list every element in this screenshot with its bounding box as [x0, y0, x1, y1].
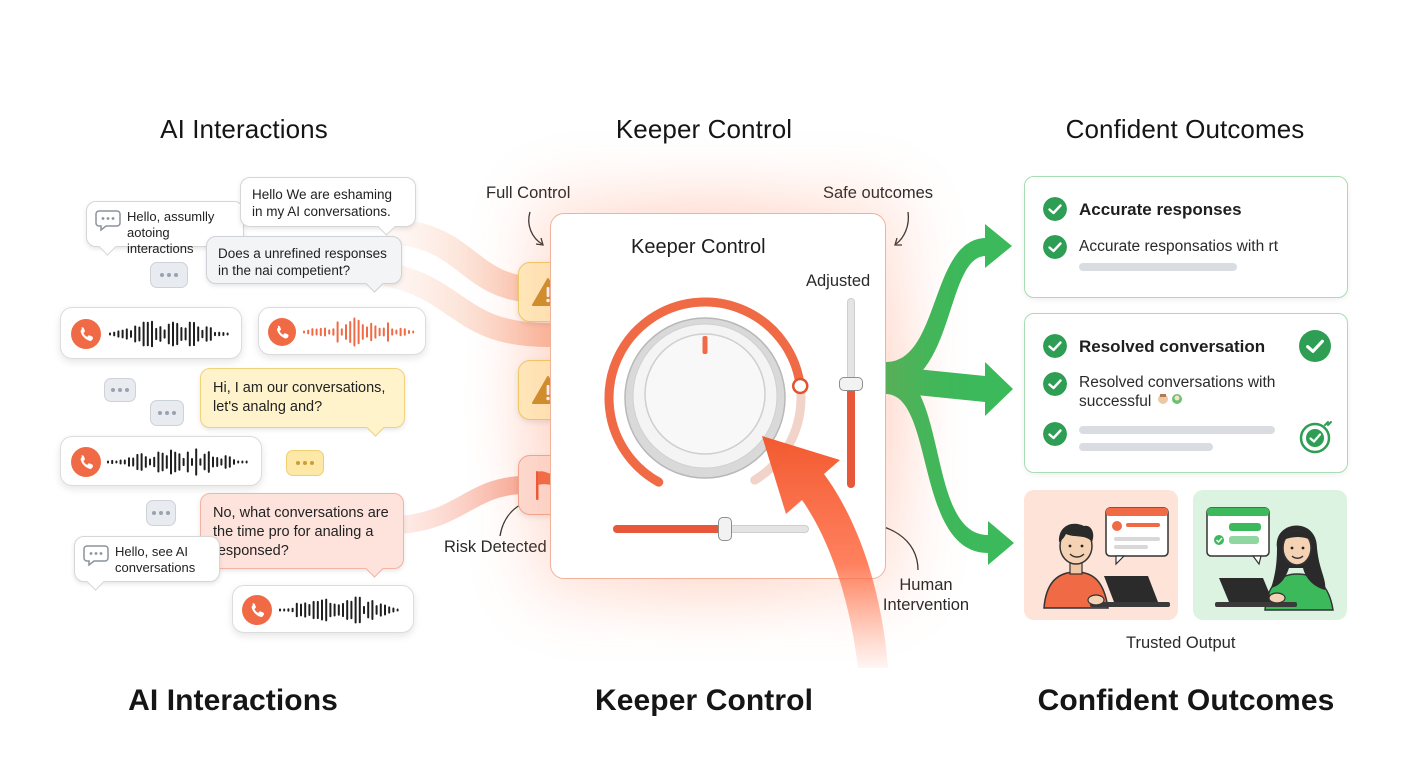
- chat-bubble: Does a unrefined responses in the nai co…: [206, 236, 402, 293]
- voice-message-card[interactable]: [60, 307, 242, 359]
- heading-confident-outcomes: Confident Outcomes: [1065, 114, 1305, 144]
- typing-indicator: [286, 450, 324, 476]
- label-trusted-output: Trusted Output: [1126, 634, 1236, 652]
- chat-icon: [95, 210, 121, 232]
- illustration-person-orange: [1024, 490, 1178, 620]
- chat-bubble: Hello, see AI conversations: [74, 536, 220, 591]
- knob-indicator: [702, 336, 708, 354]
- knob-level-dot: [791, 377, 809, 395]
- chat-bubble: Hello We are eshaming in my AI conversat…: [240, 177, 416, 236]
- horizontal-slider[interactable]: [613, 517, 809, 541]
- outcome-text: Resolved conversations with successful: [1079, 373, 1299, 411]
- pointer-arrow: [528, 211, 543, 245]
- footer-confident-outcomes: Confident Outcomes: [1037, 684, 1335, 717]
- adjusted-label: Adjusted: [806, 272, 871, 290]
- voice-message-card[interactable]: [60, 436, 262, 486]
- check-icon: [1043, 334, 1067, 358]
- waveform: [279, 596, 399, 624]
- waveform: [109, 320, 229, 348]
- flow-band: [387, 219, 553, 303]
- outcome-card-resolved: Resolved conversation Resolved conversat…: [1024, 313, 1348, 473]
- check-icon: [1043, 422, 1067, 446]
- pointer-arrow: [499, 504, 521, 537]
- chat-text: Hello, see AI conversations: [115, 544, 196, 575]
- pointer-arrow: [895, 211, 910, 245]
- chat-text: Hello We are eshaming in my AI conversat…: [252, 187, 393, 219]
- footer-ai-interactions: AI Interactions: [128, 684, 338, 717]
- flow-band: [378, 263, 560, 347]
- emoji-icons: [1156, 392, 1186, 411]
- human-intervention-arrow: [762, 436, 888, 668]
- label-human-intervention: Human Intervention: [882, 576, 970, 614]
- chat-text: Hello, assumlly aotoing interactions: [127, 209, 215, 256]
- outcome-text: Accurate responsatios with rt: [1079, 238, 1279, 255]
- waveform: [107, 448, 248, 476]
- heading-keeper-control: Keeper Control: [615, 114, 793, 144]
- label-safe-outcomes: Safe outcomes: [823, 184, 934, 202]
- chat-text: Does a unrefined responses in the nai co…: [218, 246, 387, 278]
- check-icon: [1043, 235, 1067, 259]
- chat-text: No, what conversations are the time pro …: [213, 505, 389, 559]
- check-icon: [1299, 330, 1331, 362]
- voice-message-card[interactable]: [232, 585, 414, 633]
- check-icon: [1043, 197, 1067, 221]
- flow-band: [391, 476, 529, 534]
- typing-indicator: [146, 500, 176, 526]
- chat-bubble: Hi, I am our conversations, let's analng…: [200, 368, 405, 437]
- outcome-title: Resolved conversation: [1079, 337, 1266, 356]
- typing-indicator: [150, 400, 184, 426]
- placeholder-bar: [1079, 263, 1237, 271]
- green-outflow: [886, 224, 1014, 565]
- voice-message-card[interactable]: [258, 307, 426, 355]
- placeholder-bar: [1079, 443, 1213, 451]
- phone-icon: [71, 447, 101, 477]
- outcome-text-line: Resolved conversations with successful: [1079, 374, 1276, 410]
- label-risk-detected: Risk Detected: [444, 538, 547, 556]
- check-icon: [1043, 372, 1067, 396]
- typing-indicator: [104, 378, 136, 402]
- phone-icon: [268, 318, 296, 346]
- chat-bubble: No, what conversations are the time pro …: [200, 493, 404, 578]
- phone-icon: [71, 319, 101, 349]
- chat-text: Hi, I am our conversations, let's analng…: [213, 380, 386, 415]
- waveform: [303, 317, 415, 347]
- horizontal-slider-fill: [613, 525, 724, 533]
- heading-ai-interactions: AI Interactions: [160, 114, 328, 144]
- chat-icon: [83, 545, 109, 567]
- illustration-person-green: [1193, 490, 1347, 620]
- outcome-card-accurate: Accurate responses Accurate responsatios…: [1024, 176, 1348, 298]
- vertical-slider-fill: [847, 384, 855, 488]
- phone-icon: [242, 595, 272, 625]
- outcome-title: Accurate responses: [1079, 200, 1242, 219]
- footer-keeper-control: Keeper Control: [594, 684, 814, 717]
- knob-level-arc: [604, 297, 805, 487]
- vertical-slider-thumb[interactable]: [839, 376, 863, 391]
- vertical-slider[interactable]: [839, 298, 863, 488]
- chat-bubble: Hello, assumlly aotoing interactions: [86, 201, 244, 256]
- typing-indicator: [150, 262, 188, 288]
- panel-title: Keeper Control: [631, 236, 766, 258]
- label-full-control: Full Control: [486, 184, 571, 202]
- placeholder-bar: [1079, 426, 1275, 434]
- target-check-icon: [1299, 421, 1332, 454]
- horizontal-slider-thumb[interactable]: [717, 517, 732, 541]
- control-knob[interactable]: [595, 280, 815, 500]
